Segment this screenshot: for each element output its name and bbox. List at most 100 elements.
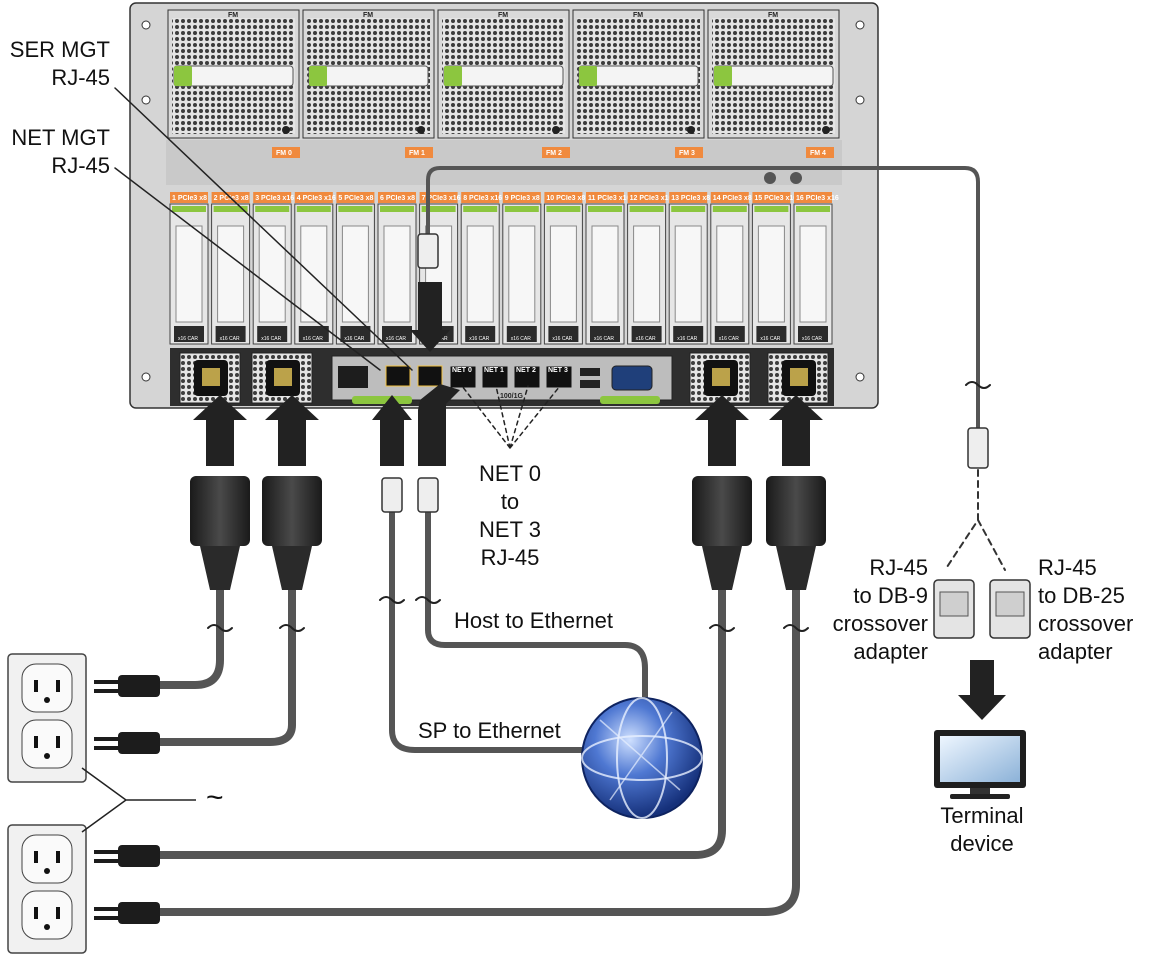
ac-symbol: ~ — [206, 781, 224, 814]
terminal-line-1: Terminal — [940, 803, 1024, 828]
server-chassis: FM FM FM FM FM FM 0 FM 1 FM 2 FM 3 FM 4 1 PCIe3 … — [129, 2, 879, 409]
pcie-slot-label: 3 PCIe3 x16 — [255, 195, 294, 202]
fan-module-row: FM FM FM FM FM — [167, 9, 840, 139]
pcie-slot-label: 9 PCIe3 x8 — [505, 195, 540, 202]
power-inlet-0[interactable] — [179, 352, 241, 404]
pcie-slot-label: 15 PCIe3 x16 — [754, 195, 797, 202]
pcie-slot-label: 12 PCIe3 x16 — [630, 195, 673, 202]
net-1-label: NET 1 — [484, 367, 504, 374]
pcie-card-label: x16 CAR — [344, 336, 364, 342]
power-inlet-1[interactable] — [251, 352, 313, 404]
pcie-slot-10[interactable]: 10 PCIe3 x8 x16 CAR — [543, 192, 585, 345]
wall-plugs — [94, 675, 160, 924]
network-globe-icon — [581, 697, 703, 819]
fan-label-2: FM 2 — [542, 147, 570, 158]
fan-label-text: FM 0 — [276, 150, 292, 157]
pcie-slot-label: 14 PCIe3 x8 — [713, 195, 752, 202]
usb-ports[interactable] — [580, 368, 600, 388]
db25-adapter-label: RJ-45 to DB-25 crossover adapter — [1038, 554, 1133, 666]
db25-line-1: RJ-45 — [1038, 555, 1097, 580]
ser-mgt-port[interactable] — [385, 365, 411, 387]
net-0-label: NET 0 — [452, 367, 472, 374]
net-2-label: NET 2 — [516, 367, 536, 374]
pcie-slot-5[interactable]: 5 PCIe3 x8 x16 CAR — [335, 192, 375, 345]
net-1-port[interactable]: NET 1 — [481, 365, 509, 389]
net-range-line-1: NET 0 — [479, 461, 541, 486]
terminal-device-label: Terminal device — [920, 802, 1044, 858]
power-plugs — [190, 476, 826, 590]
power-inlet-3[interactable] — [767, 352, 829, 404]
net-mgt-line-1: NET MGT — [11, 125, 110, 150]
pcie-slot-label: 10 PCIe3 x8 — [546, 195, 585, 202]
pcie-slot-13[interactable]: 13 PCIe3 x8 x16 CAR — [668, 192, 710, 345]
pcie-slot-label: 6 PCIe3 x8 — [380, 195, 415, 202]
net-range-line-3: NET 3 — [479, 517, 541, 542]
pcie-card-label: x16 CAR — [552, 336, 572, 342]
fan-label-text: FM 3 — [679, 150, 695, 157]
pcie-slot-3[interactable]: 3 PCIe3 x16 x16 CAR — [252, 192, 294, 345]
fan-label-1: FM 1 — [405, 147, 433, 158]
db9-line-1: RJ-45 — [869, 555, 928, 580]
db25-line-3: crossover — [1038, 611, 1134, 636]
pcie-card-label: x16 CAR — [594, 336, 614, 342]
pcie-card-label: x16 CAR — [261, 336, 281, 342]
fan-module-0[interactable]: FM — [167, 9, 300, 139]
ser-mgt-line-2: RJ-45 — [51, 65, 110, 90]
net-range-callout: NET 0 to NET 3 RJ-45 — [460, 460, 560, 572]
connection-arrows — [193, 282, 1006, 720]
net-0-port[interactable]: NET 0 — [449, 365, 477, 389]
pcie-slot-label: 13 PCIe3 x8 — [671, 195, 710, 202]
fan-label-text: FM 1 — [409, 150, 425, 157]
host-ethernet-label: Host to Ethernet — [454, 608, 613, 633]
net-3-label: NET 3 — [548, 367, 568, 374]
db25-line-2: to DB-25 — [1038, 583, 1125, 608]
pcie-card-label: x16 CAR — [802, 336, 822, 342]
fan-label-text: FM 4 — [810, 150, 826, 157]
db9-line-4: adapter — [853, 639, 928, 664]
net-3-port[interactable]: NET 3 — [545, 365, 573, 389]
vga-port[interactable] — [611, 365, 653, 391]
sp-ethernet-label: SP to Ethernet — [418, 718, 561, 743]
fan-label-text: FM 2 — [546, 150, 562, 157]
ser-mgt-callout: SER MGT RJ-45 — [0, 36, 110, 92]
ser-mgt-line-1: SER MGT — [9, 37, 110, 62]
pcie-slot-label: 4 PCIe3 x16 — [297, 195, 336, 202]
power-inlet-2[interactable] — [689, 352, 751, 404]
pcie-slot-label: 7 PCIe3 x16 — [422, 195, 461, 202]
fan-module-1[interactable]: FM — [302, 9, 435, 139]
fan-module-top-label: FM — [633, 12, 643, 19]
net-mgt-port[interactable] — [417, 365, 443, 387]
net-2-port[interactable]: NET 2 — [513, 365, 541, 389]
db9-line-3: crossover — [832, 611, 928, 636]
pcie-card-label: x16 CAR — [677, 336, 697, 342]
db25-line-4: adapter — [1038, 639, 1113, 664]
fan-module-4[interactable]: FM — [707, 9, 840, 139]
pcie-card-label: x16 CAR — [469, 336, 489, 342]
cables — [114, 87, 1006, 916]
db9-adapter-label: RJ-45 to DB-9 crossover adapter — [812, 554, 928, 666]
fan-label-row: FM 0 FM 1 FM 2 FM 3 FM 4 — [272, 147, 834, 158]
fan-module-top-label: FM — [363, 12, 373, 19]
pcie-slot-label: 1 PCIe3 x8 — [172, 195, 207, 202]
pcie-slot-label: 5 PCIe3 x8 — [338, 195, 373, 202]
fan-label-0: FM 0 — [272, 147, 300, 158]
fan-label-3: FM 3 — [675, 147, 703, 158]
fan-module-2[interactable]: FM — [437, 9, 570, 139]
net-range-line-4: RJ-45 — [480, 545, 540, 570]
fan-label-4: FM 4 — [806, 147, 834, 158]
ac-bracket — [81, 767, 196, 833]
fan-module-3[interactable]: FM — [572, 9, 705, 139]
db25-adapter — [989, 579, 1031, 639]
net-mgt-line-2: RJ-45 — [51, 153, 110, 178]
